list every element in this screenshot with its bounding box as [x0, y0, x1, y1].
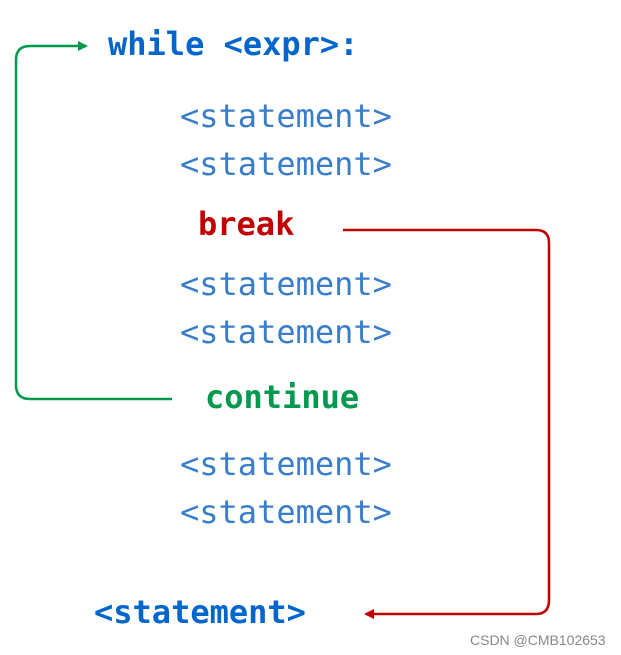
statement-2: <statement>: [180, 145, 392, 183]
statement-1: <statement>: [180, 97, 392, 135]
continue-arrow: [14, 41, 172, 401]
watermark: CSDN @CMB102653: [470, 632, 606, 648]
statement-5: <statement>: [180, 445, 392, 483]
continue-keyword: continue: [205, 378, 360, 416]
after-loop-statement: <statement>: [94, 593, 306, 631]
while-header: while <expr>:: [108, 25, 359, 63]
statement-3: <statement>: [180, 265, 392, 303]
statement-6: <statement>: [180, 493, 392, 531]
break-keyword: break: [198, 205, 295, 243]
statement-4: <statement>: [180, 313, 392, 351]
